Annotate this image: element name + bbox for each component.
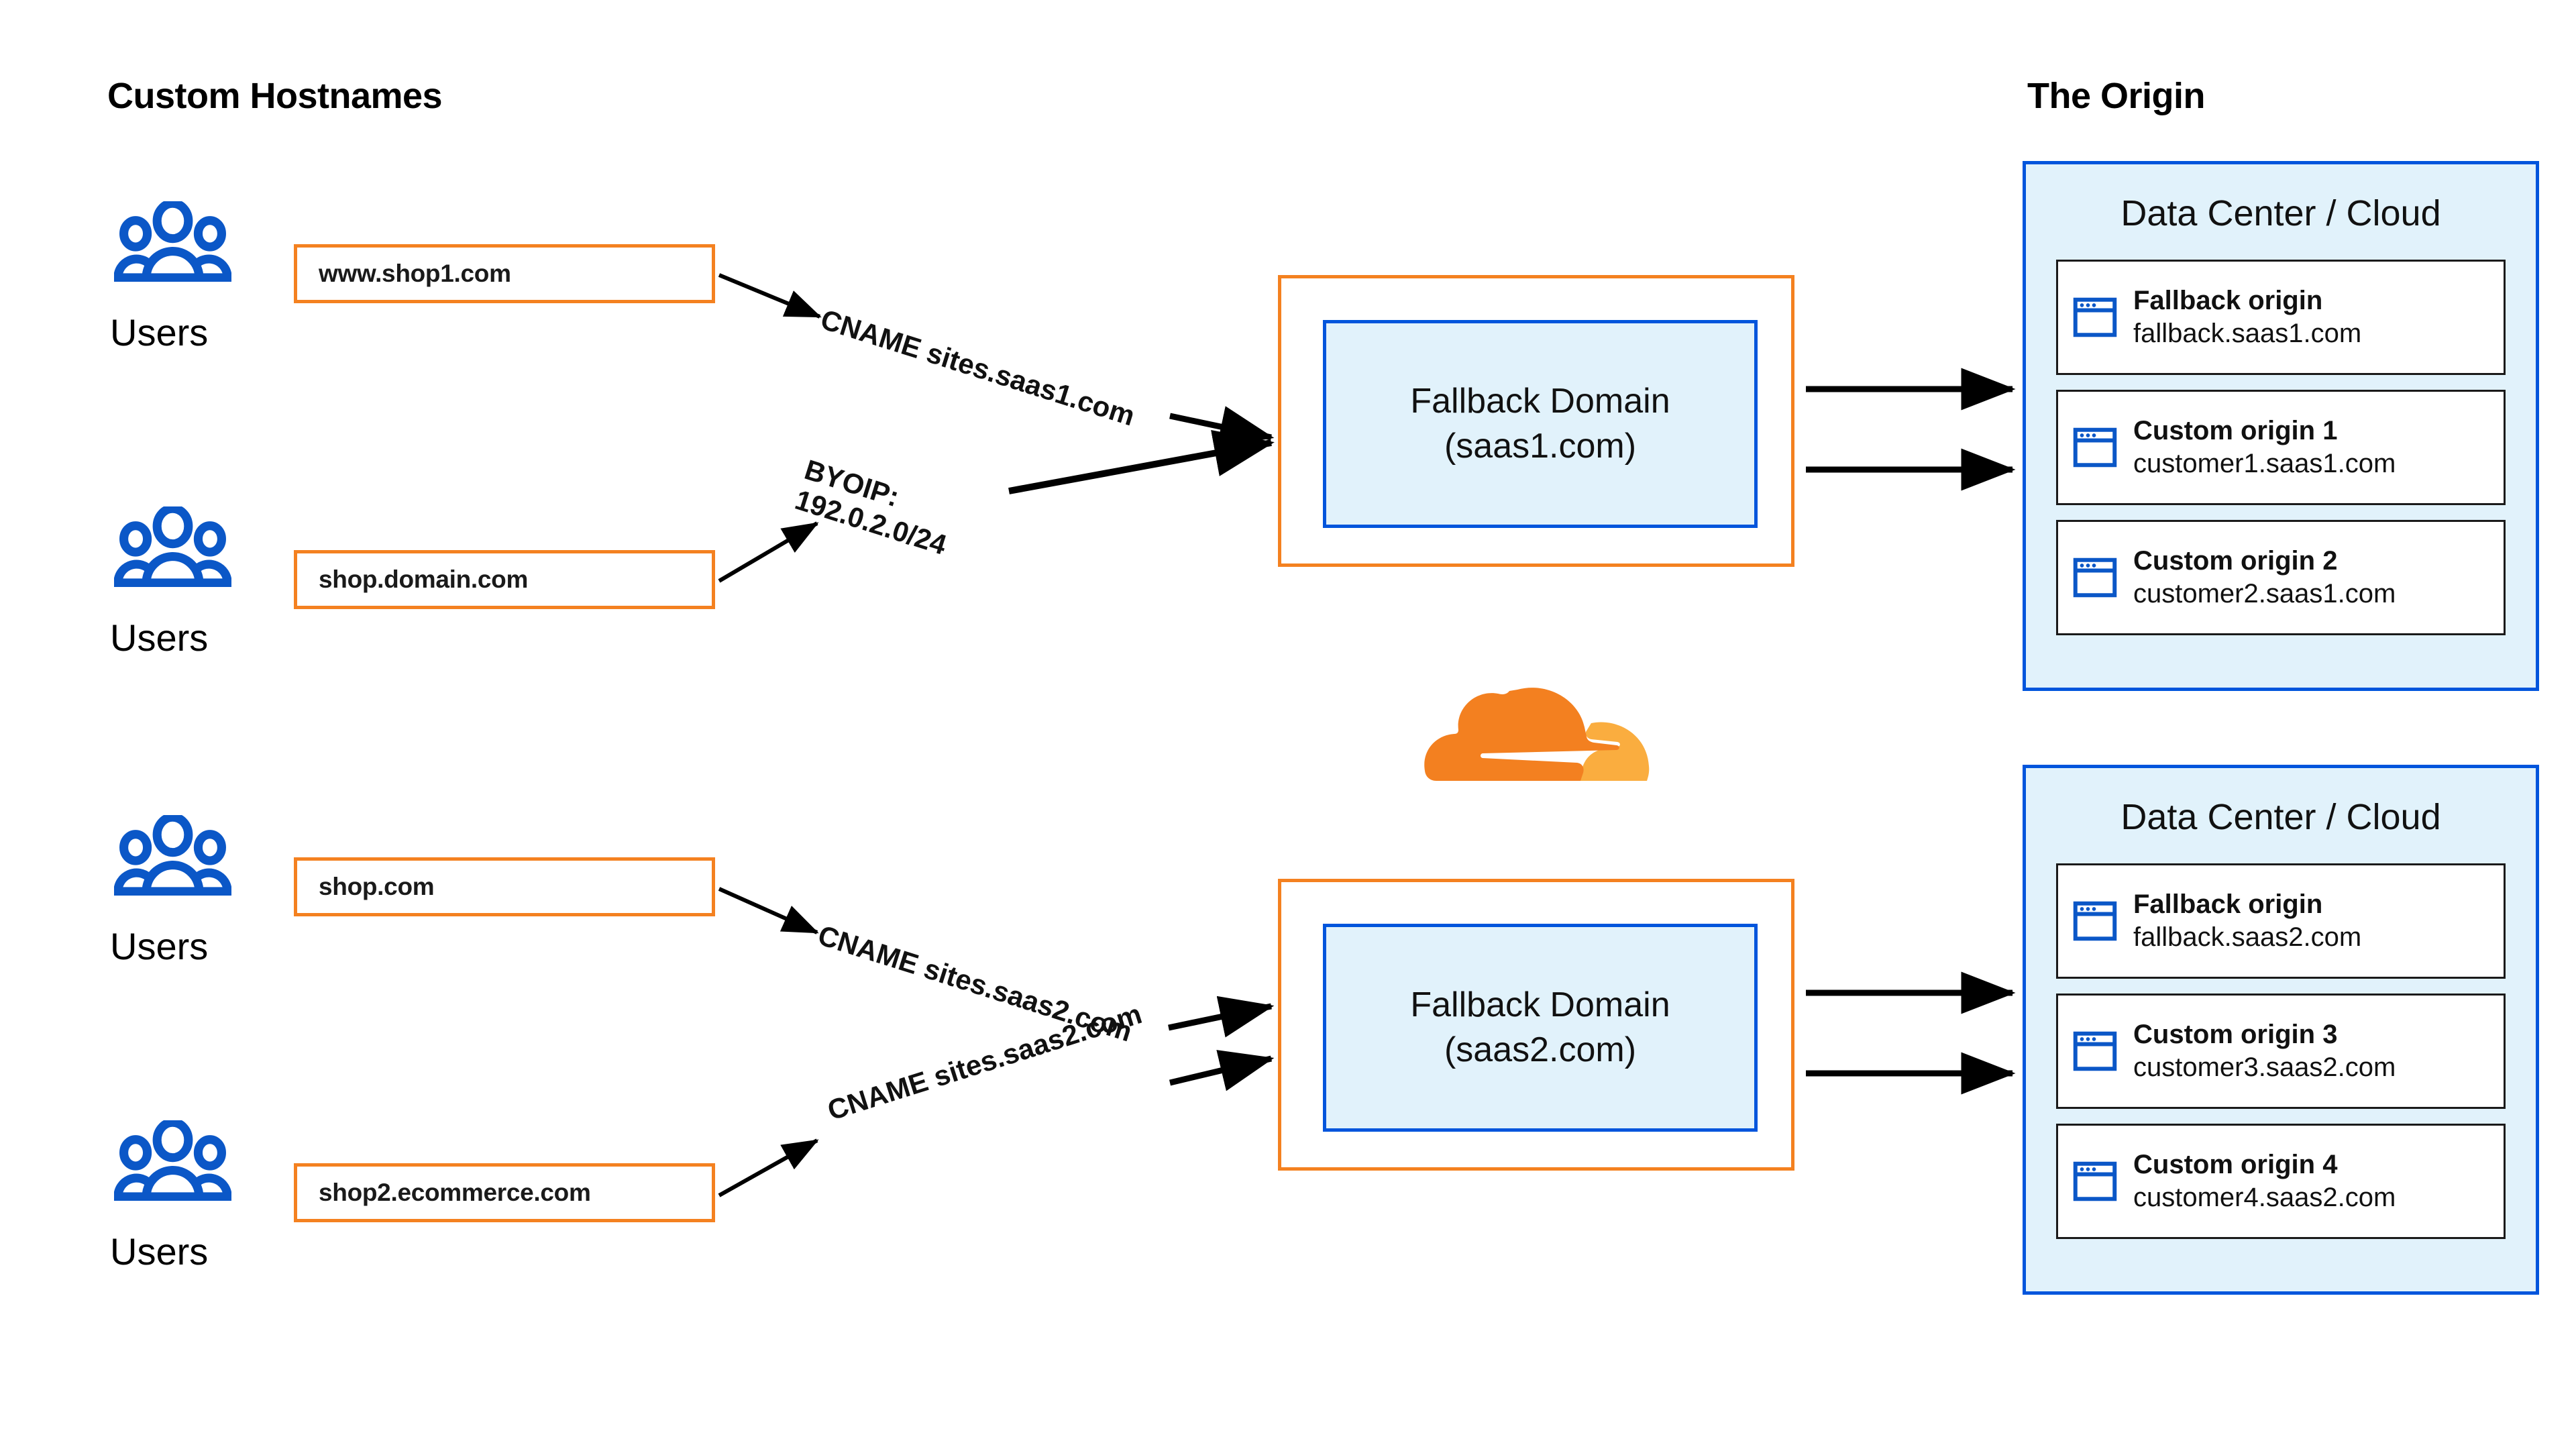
origin-card-custom-4[interactable]: Custom origin 4 customer4.saas2.com: [2056, 1124, 2506, 1239]
fallback-domain-box-1[interactable]: Fallback Domain (saas1.com): [1323, 320, 1758, 528]
origin-host: customer2.saas1.com: [2133, 579, 2396, 608]
edge-label-byoip: BYOIP: 192.0.2.0/24: [791, 453, 951, 561]
origin-host: customer1.saas1.com: [2133, 449, 2396, 478]
section-title-custom-hostnames: Custom Hostnames: [107, 76, 443, 116]
browser-window-icon: [2073, 1161, 2117, 1201]
cloudflare-wing: [1580, 722, 1650, 781]
data-center-panel-2: Data Center / Cloud Fallback origin fall…: [2023, 765, 2539, 1295]
arrow-hostname1-to-fallback1: [1169, 406, 1275, 447]
users-group-2: Users: [107, 506, 309, 657]
hostname-box-1[interactable]: www.shop1.com: [294, 244, 715, 303]
browser-window-icon: [2073, 297, 2117, 337]
data-center-title: Data Center / Cloud: [2121, 193, 2441, 233]
users-group-3: Users: [107, 815, 309, 965]
origin-host: fallback.saas2.com: [2133, 922, 2362, 952]
fallback-domain-panel-1: Fallback Domain (saas1.com): [1278, 275, 1794, 567]
origin-name: Custom origin 4: [2133, 1150, 2338, 1180]
hostname-box-2[interactable]: shop.domain.com: [294, 550, 715, 609]
hostname-box-4[interactable]: shop2.ecommerce.com: [294, 1163, 715, 1222]
origin-card-custom-2[interactable]: Custom origin 2 customer2.saas1.com: [2056, 520, 2506, 635]
origin-card-fallback-1[interactable]: Fallback origin fallback.saas1.com: [2056, 260, 2506, 375]
cloudflare-cloud: [1424, 688, 1619, 781]
hostname-value: shop.domain.com: [319, 566, 529, 593]
cloudflare-logo: [1424, 688, 1650, 781]
users-icon: [114, 1120, 231, 1201]
users-icon: [114, 201, 231, 282]
fallback-domain-panel-2: Fallback Domain (saas2.com): [1278, 879, 1794, 1171]
origin-text: Custom origin 2 customer2.saas1.com: [2133, 545, 2396, 610]
fallback-domain-title: Fallback Domain: [1410, 985, 1670, 1025]
users-group-1: Users: [107, 201, 309, 352]
origin-text: Fallback origin fallback.saas1.com: [2133, 284, 2361, 350]
arrow-hostname2-to-fallback1-lead: [718, 521, 819, 583]
fallback-domain-box-2[interactable]: Fallback Domain (saas2.com): [1323, 924, 1758, 1132]
browser-window-icon: [2073, 901, 2117, 941]
origin-host: customer4.saas2.com: [2133, 1183, 2396, 1212]
fallback-domain-zone: (saas1.com): [1444, 427, 1637, 466]
users-icon: [114, 815, 231, 896]
origin-name: Custom origin 3: [2133, 1020, 2338, 1050]
users-label: Users: [110, 311, 209, 354]
browser-window-icon: [2073, 1031, 2117, 1071]
origin-host: customer3.saas2.com: [2133, 1053, 2396, 1082]
users-icon: [114, 506, 231, 587]
origin-card-custom-3[interactable]: Custom origin 3 customer3.saas2.com: [2056, 994, 2506, 1109]
origin-text: Custom origin 3 customer3.saas2.com: [2133, 1018, 2396, 1084]
hostname-value: www.shop1.com: [319, 260, 511, 287]
hostname-value: shop.com: [319, 873, 435, 900]
origin-card-fallback-2[interactable]: Fallback origin fallback.saas2.com: [2056, 863, 2506, 979]
arrow-hostname3-to-fallback2-lead: [718, 887, 819, 934]
section-title-the-origin: The Origin: [2027, 76, 2206, 116]
users-group-4: Users: [107, 1120, 309, 1271]
origin-text: Fallback origin fallback.saas2.com: [2133, 888, 2361, 954]
arrow-hostname3-to-fallback2: [1168, 996, 1275, 1038]
origin-text: Custom origin 4 customer4.saas2.com: [2133, 1148, 2396, 1214]
users-label: Users: [110, 1230, 209, 1273]
arrow-hostname2-to-fallback1: [1008, 429, 1275, 494]
hostname-box-3[interactable]: shop.com: [294, 857, 715, 916]
data-center-title: Data Center / Cloud: [2121, 797, 2441, 837]
browser-window-icon: [2073, 427, 2117, 468]
arrow-hostname4-to-fallback2-lead: [718, 1138, 819, 1197]
hostname-value: shop2.ecommerce.com: [319, 1179, 591, 1206]
users-label: Users: [110, 616, 209, 659]
arrow-hostname4-to-fallback2: [1169, 1050, 1275, 1091]
origin-list-2: Fallback origin fallback.saas2.com Custo…: [2026, 863, 2536, 1239]
edge-label-cname-saas2-b: CNAME sites.saas2.com: [824, 998, 1146, 1126]
origin-name: Fallback origin: [2133, 890, 2323, 920]
users-label: Users: [110, 925, 209, 967]
edge-label-cname-saas1: CNAME sites.saas1.com: [816, 303, 1139, 432]
arrow-hostname1-to-fallback1-lead: [718, 273, 822, 319]
data-center-panel-1: Data Center / Cloud Fallback origin fall…: [2023, 161, 2539, 691]
fallback-domain-title: Fallback Domain: [1410, 382, 1670, 421]
origin-text: Custom origin 1 customer1.saas1.com: [2133, 415, 2396, 480]
origin-name: Custom origin 2: [2133, 546, 2338, 576]
origin-list-1: Fallback origin fallback.saas1.com Custo…: [2026, 260, 2536, 635]
fallback-domain-zone: (saas2.com): [1444, 1030, 1637, 1069]
origin-name: Fallback origin: [2133, 286, 2323, 316]
origin-card-custom-1[interactable]: Custom origin 1 customer1.saas1.com: [2056, 390, 2506, 505]
origin-host: fallback.saas1.com: [2133, 319, 2362, 348]
origin-name: Custom origin 1: [2133, 416, 2338, 446]
browser-window-icon: [2073, 557, 2117, 598]
